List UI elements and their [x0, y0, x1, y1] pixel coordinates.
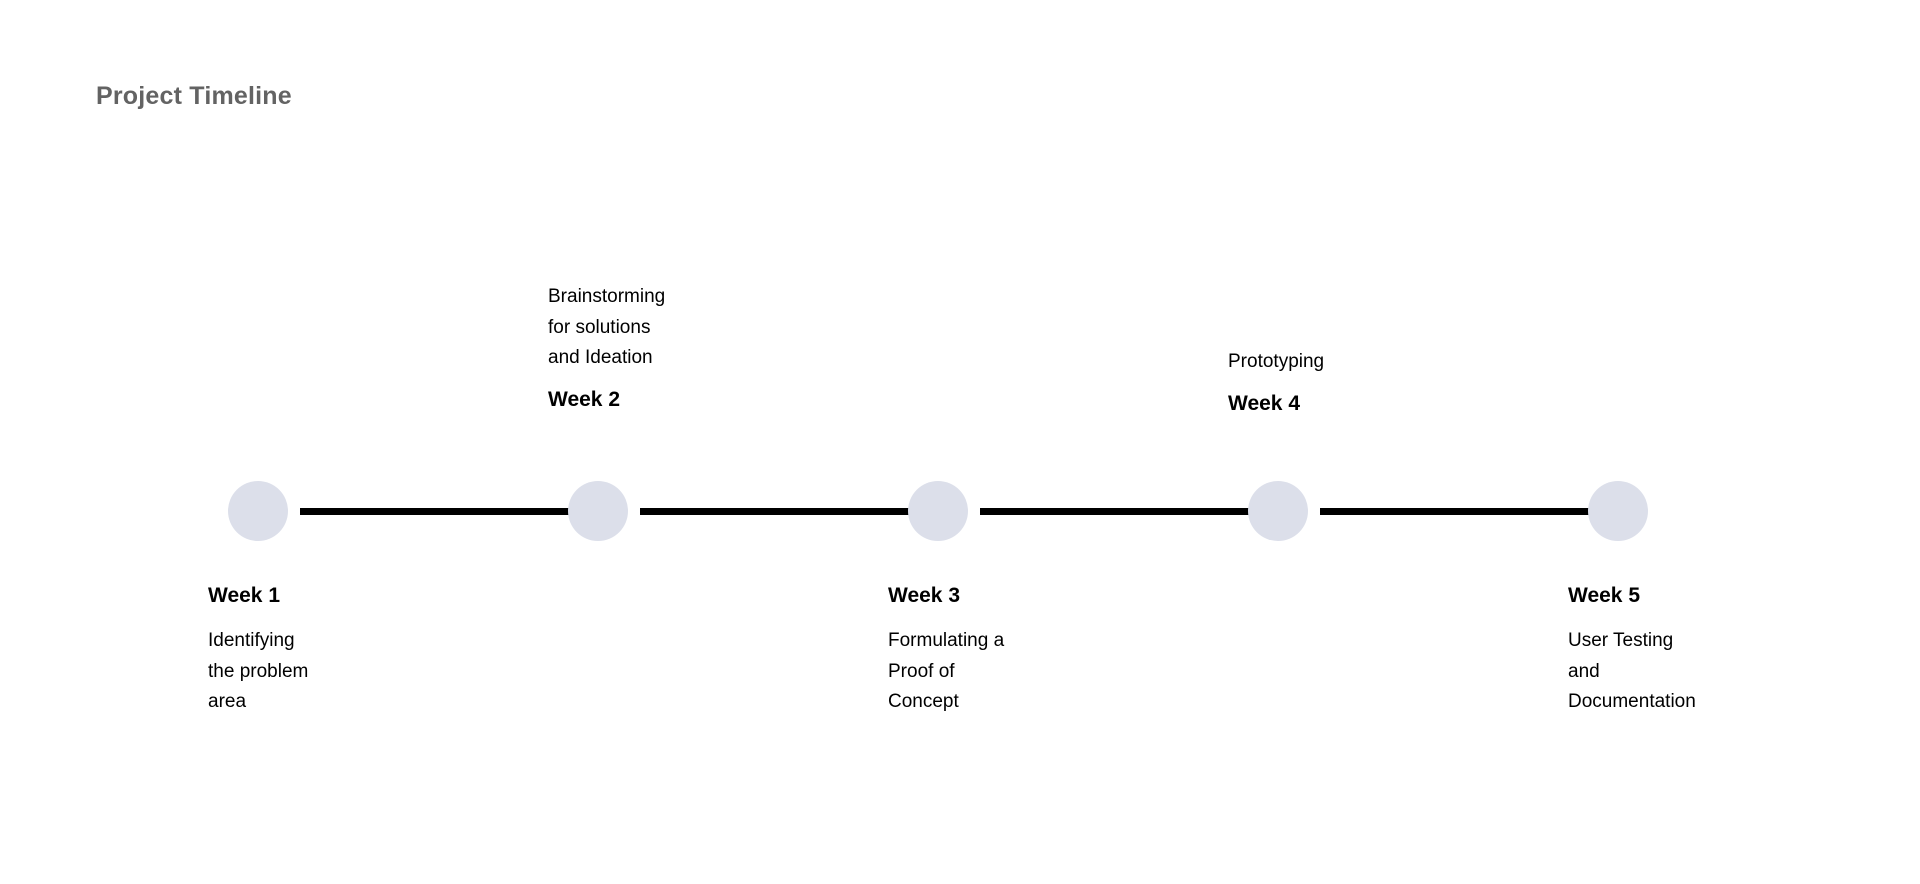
timeline-node-week-5[interactable]: [1588, 481, 1648, 541]
milestone-week-1[interactable]: Week 1 Identifying the problem area: [208, 582, 448, 718]
milestone-label: Week 3: [888, 584, 960, 607]
milestone-description-line: and: [1568, 660, 1600, 682]
timeline-node-week-4[interactable]: [1248, 481, 1308, 541]
milestone-description-line: Prototyping: [1228, 351, 1325, 372]
milestone-description-line: Documentation: [1568, 691, 1696, 712]
milestone-description-line: Formulating a: [888, 630, 1005, 651]
milestone-week-3[interactable]: Week 3 Formulating a Proof of Concept: [888, 582, 1128, 718]
timeline-node-week-2[interactable]: [568, 481, 628, 541]
milestone-description: Formulating a Proof of Concept: [888, 626, 1128, 718]
timeline-connector-2-3: [640, 508, 920, 515]
milestone-description-line: for solutions: [548, 316, 651, 338]
milestone-description-line: Brainstorming: [548, 286, 666, 307]
milestone-week-5[interactable]: Week 5 User Testing and Documentation: [1568, 582, 1808, 718]
milestone-label: Week 4: [1228, 391, 1300, 415]
milestone-description-line: and Ideation: [548, 347, 653, 368]
timeline-connector-1-2: [300, 508, 580, 515]
milestone-label: Week 5: [1568, 584, 1640, 607]
page-title: Project Timeline: [96, 82, 292, 110]
milestone-description: User Testing and Documentation: [1568, 626, 1808, 718]
milestone-description: Brainstorming for solutions and Ideation: [548, 282, 788, 374]
timeline-node-week-3[interactable]: [908, 481, 968, 541]
timeline-node-week-1[interactable]: [228, 481, 288, 541]
milestone-description: Prototyping: [1228, 347, 1468, 378]
milestone-description-line: the problem: [208, 660, 309, 682]
timeline-connector-4-5: [1320, 508, 1600, 515]
milestone-description: Identifying the problem area: [208, 626, 448, 718]
milestone-description-line: Concept: [888, 691, 959, 712]
milestone-description-line: Proof of: [888, 660, 955, 682]
milestone-description-line: User Testing: [1568, 630, 1674, 651]
milestone-label: Week 2: [548, 387, 620, 411]
milestone-week-2[interactable]: Brainstorming for solutions and Ideation…: [548, 282, 788, 414]
milestone-description-line: area: [208, 691, 247, 712]
milestone-description-line: Identifying: [208, 630, 295, 651]
milestone-week-4[interactable]: Prototyping Week 4: [1228, 347, 1468, 418]
timeline-connector-3-4: [980, 508, 1260, 515]
milestone-label: Week 1: [208, 584, 280, 607]
